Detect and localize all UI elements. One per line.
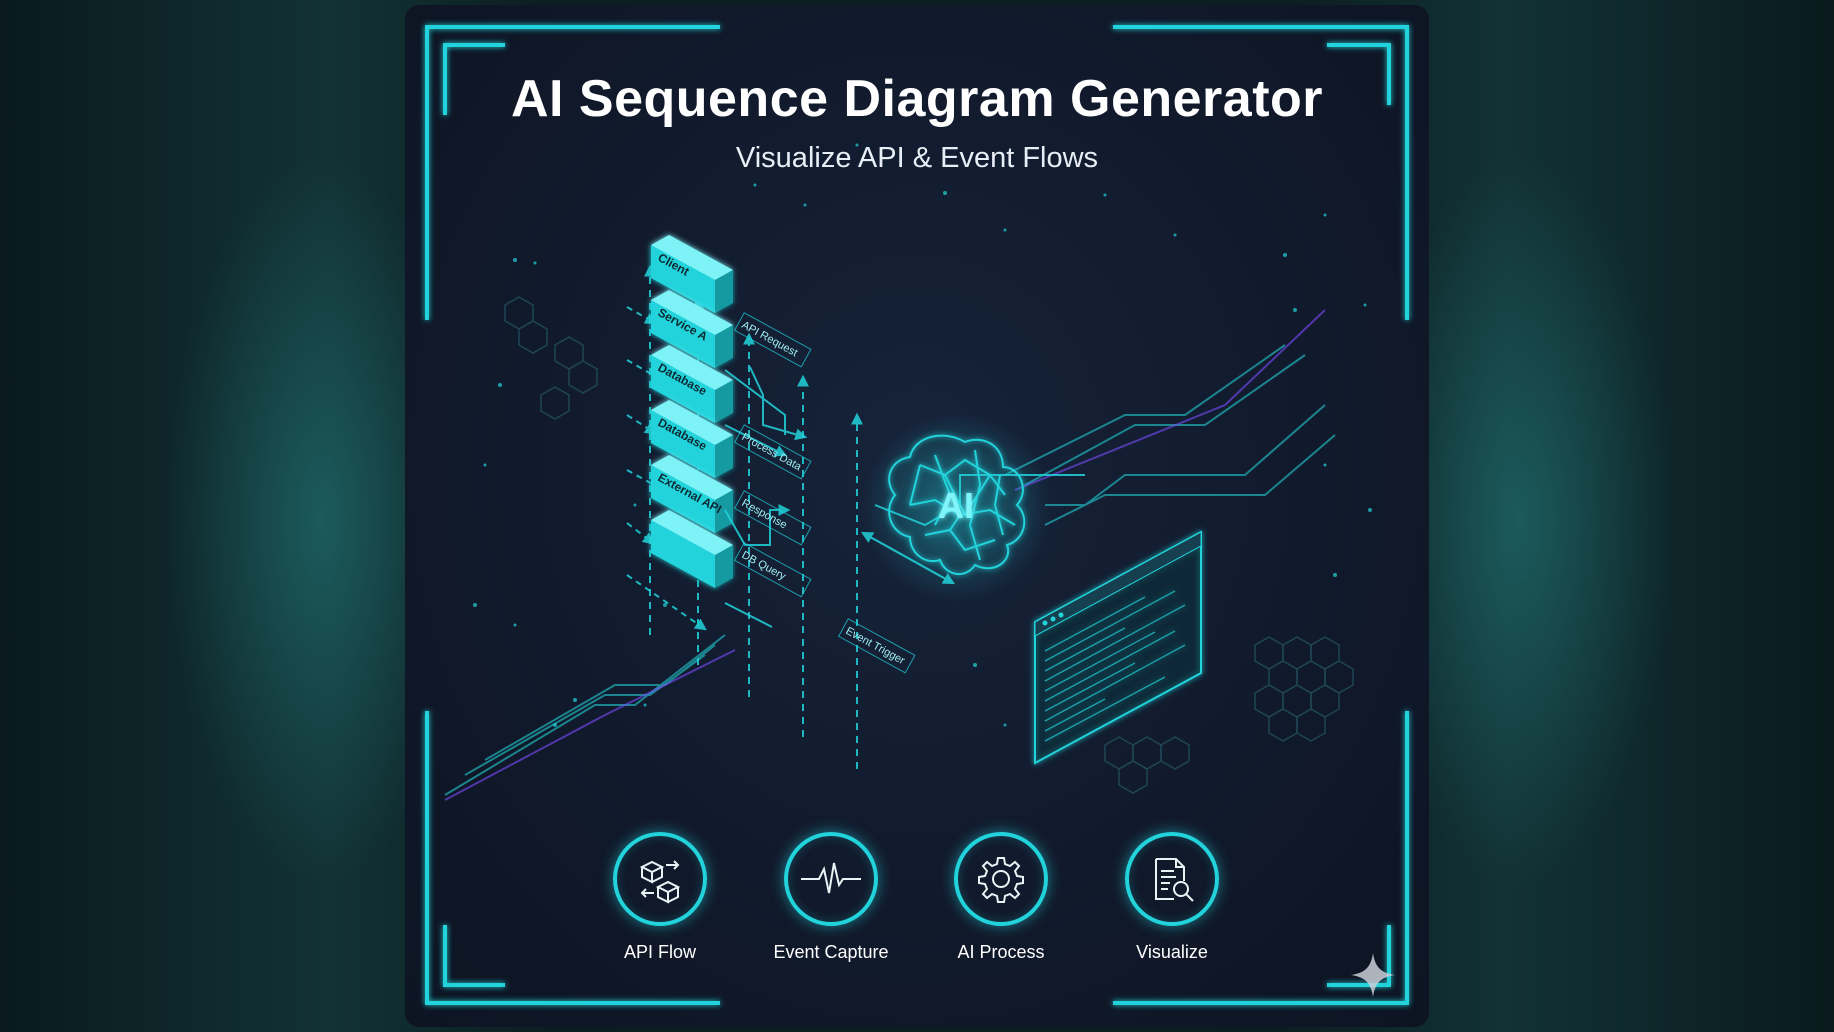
ai-process-icon — [954, 832, 1048, 926]
message-label: Event Trigger — [837, 618, 916, 674]
feature-label: Event Capture — [773, 942, 889, 962]
message-label: DB Query — [733, 542, 812, 598]
feature-ai-process: AI Process — [926, 832, 1076, 963]
spark-logo — [1351, 953, 1395, 997]
participant-box: Client — [651, 235, 733, 313]
ai-brain — [888, 434, 1026, 575]
page-title: AI Sequence Diagram Generator — [510, 70, 1324, 128]
participant-box: Database — [651, 400, 733, 478]
api-flow-icon — [613, 832, 707, 926]
code-window — [1034, 530, 1202, 765]
feature-visualize: Visualize — [1097, 832, 1247, 963]
message-label: Response — [733, 490, 812, 546]
participant-box: Service A — [651, 290, 733, 368]
message-label: Process Data — [733, 424, 812, 480]
feature-label: AI Process — [957, 942, 1045, 962]
feature-label: API Flow — [623, 942, 697, 962]
visualize-icon — [1125, 832, 1219, 926]
feature-api-flow: API Flow — [585, 832, 735, 963]
svg-text:DB Query: DB Query — [740, 549, 789, 583]
event-capture-icon — [784, 832, 878, 926]
page-subtitle: Visualize API & Event Flows — [735, 142, 1099, 174]
frame-brackets — [425, 25, 1409, 1005]
feature-event-capture: Event Capture — [756, 832, 906, 963]
feature-label: Visualize — [1136, 942, 1208, 962]
hex-grid — [504, 296, 1354, 794]
circuit-traces — [444, 344, 1336, 796]
participant-box — [651, 510, 733, 588]
message-label: API Request — [733, 312, 812, 368]
ai-center-label: AI — [938, 485, 974, 526]
